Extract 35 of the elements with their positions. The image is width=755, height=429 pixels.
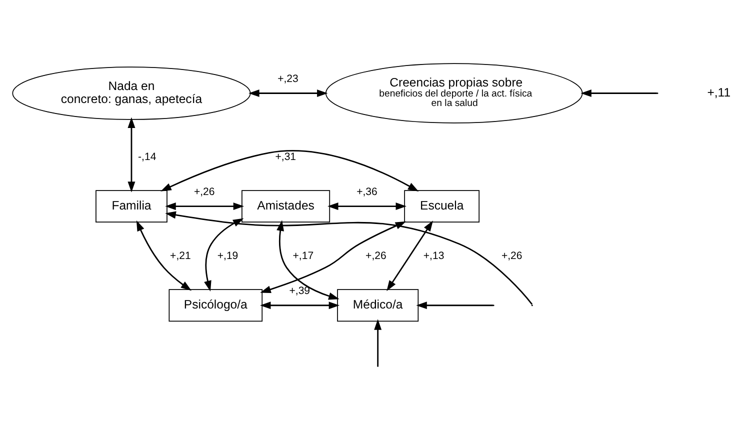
- arrow: [386, 220, 434, 291]
- edge-label: +,26: [501, 249, 522, 262]
- node-box: Amistades: [242, 190, 330, 222]
- edge-label: +,17: [292, 249, 314, 262]
- edge-label: +,31: [275, 150, 296, 162]
- arrow: [374, 318, 382, 366]
- edge-label: +,36: [356, 185, 378, 198]
- arrow: [204, 218, 244, 291]
- edge-label: +,19: [217, 249, 238, 262]
- edge-label: +,23: [278, 72, 298, 84]
- arrow: [260, 220, 406, 293]
- arrow: [165, 210, 533, 304]
- edge-label: +,13: [423, 249, 444, 262]
- label: +,11: [707, 85, 731, 100]
- arrow: [136, 220, 192, 290]
- arrow: [580, 89, 657, 97]
- node-box: Escuela: [404, 190, 480, 222]
- edge-label: +,21: [170, 249, 191, 262]
- arrow: [416, 301, 493, 309]
- edge-label: +,26: [194, 185, 215, 198]
- node-ellipse: Nada en concreto: ganas, apetecía: [12, 66, 251, 120]
- edge-label: -,14: [138, 150, 156, 162]
- edge-label: +,39: [289, 284, 310, 297]
- node-box: Familia: [96, 190, 168, 222]
- arrow: [248, 89, 328, 97]
- node-box: Médico/a: [337, 288, 419, 322]
- arrow: [328, 202, 406, 210]
- arrow: [165, 202, 244, 210]
- arrow: [128, 116, 136, 192]
- node-ellipse: Creencias propias sobre beneficios del deporte / la act. física en la salud: [325, 62, 583, 123]
- node-box: Psicólogo/a: [168, 288, 263, 322]
- arrow: [260, 301, 340, 309]
- edge-label: +,26: [366, 249, 386, 262]
- arrow: [276, 220, 340, 300]
- arrow: [160, 150, 419, 191]
